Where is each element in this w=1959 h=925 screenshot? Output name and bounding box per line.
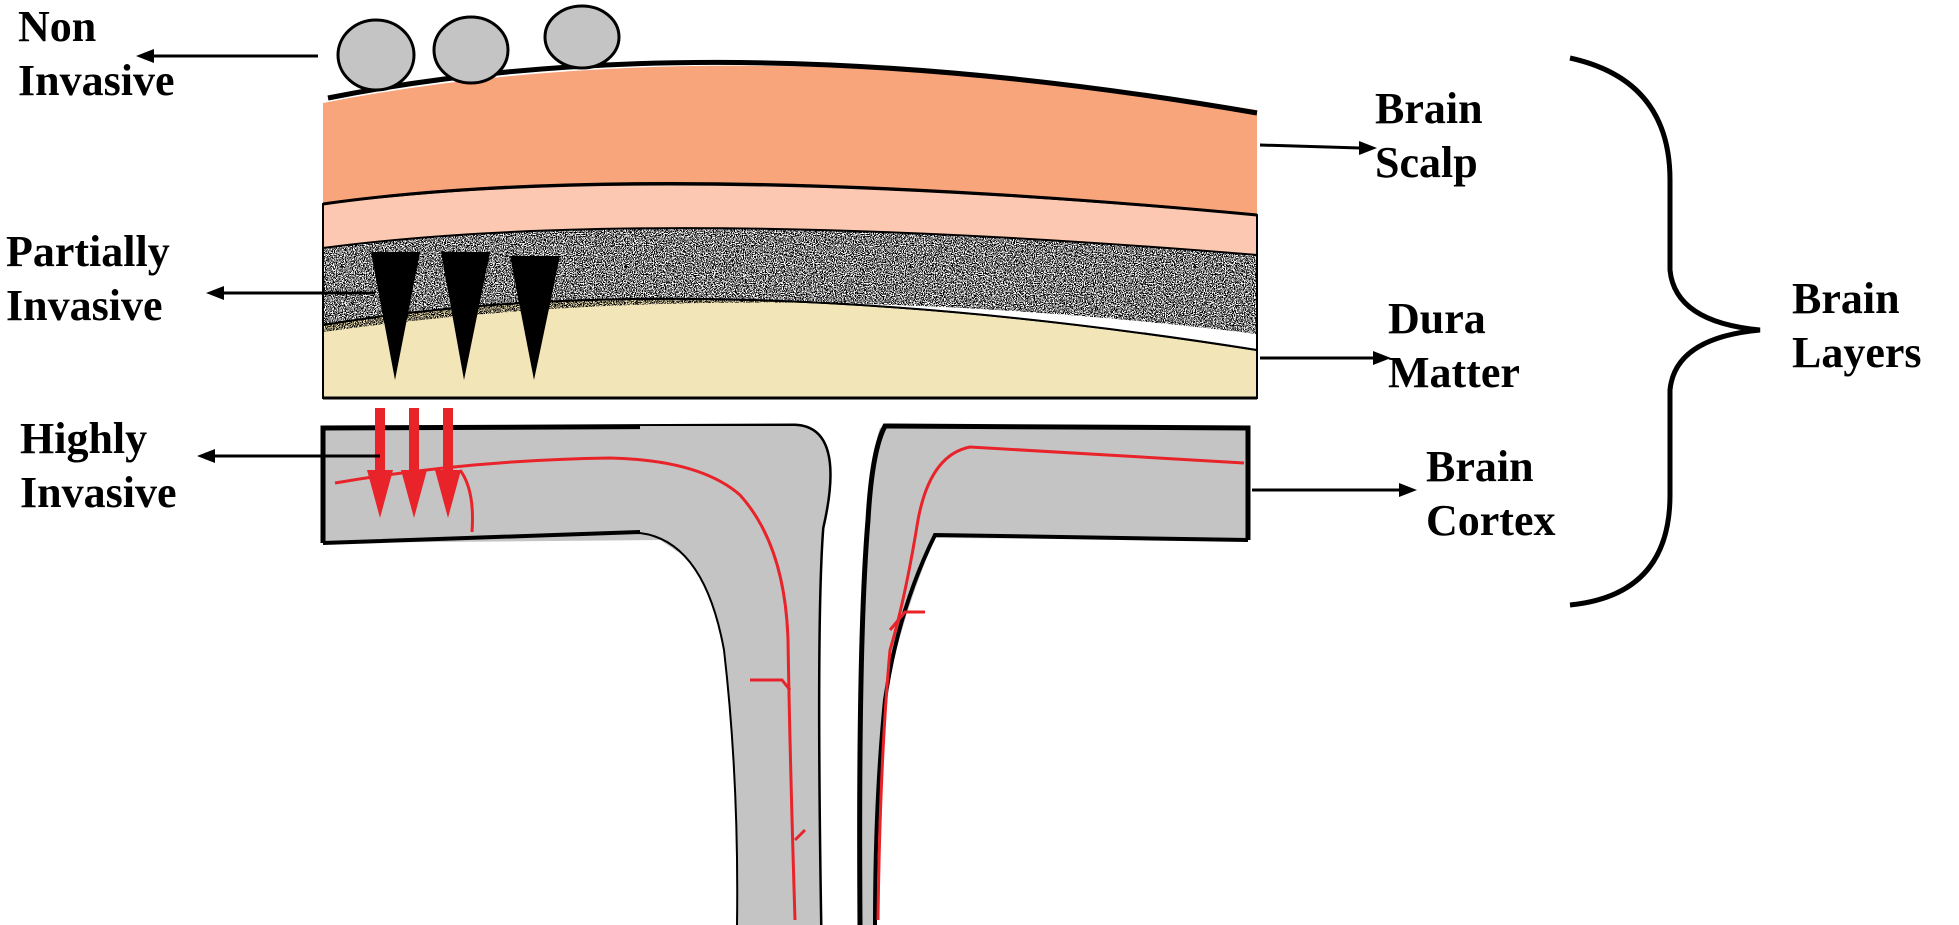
arrow-down-icon bbox=[367, 470, 393, 518]
cortex-right-fill-lower bbox=[859, 428, 940, 925]
arrow-left-icon bbox=[197, 449, 215, 463]
partially-invasive-label: Partially Invasive bbox=[6, 225, 170, 332]
brain-scalp-line2: Scalp bbox=[1375, 137, 1478, 187]
high-invasive-electrodes bbox=[367, 408, 461, 518]
brain-cortex-line1: Brain bbox=[1426, 442, 1534, 491]
non-invasive-electrodes bbox=[336, 4, 621, 92]
sensor-icon bbox=[543, 4, 621, 70]
brain-scalp-label: Brain Scalp bbox=[1375, 82, 1483, 189]
arrow-right-icon bbox=[1373, 351, 1391, 365]
needle-icon bbox=[371, 252, 420, 380]
cortex-right-outline bbox=[857, 423, 1251, 925]
non-invasive-label: Non Invasive bbox=[18, 0, 174, 107]
blood-vessels bbox=[334, 445, 1245, 921]
highly-invasive-label: Highly Invasive bbox=[20, 412, 176, 519]
arrow-down-icon bbox=[435, 470, 461, 518]
sensor-icon bbox=[432, 15, 510, 85]
brain-layers-line2: Layers bbox=[1792, 327, 1922, 377]
non-invasive-line2: Invasive bbox=[18, 55, 175, 105]
brace-icon bbox=[1569, 55, 1761, 608]
arrow-left-icon bbox=[206, 286, 224, 300]
arrow-right-icon bbox=[1359, 141, 1377, 155]
non-invasive-line1: Non bbox=[18, 2, 97, 51]
brain-cortex-line2: Cortex bbox=[1426, 495, 1556, 545]
arrow-down-icon bbox=[401, 470, 427, 518]
pointer-arrows bbox=[136, 49, 1417, 497]
dura-matter-line1: Dura bbox=[1388, 294, 1486, 343]
sensor-icon bbox=[336, 18, 416, 92]
brain-cortex-label: Brain Cortex bbox=[1426, 440, 1556, 547]
cortex-left-fill-lower bbox=[640, 426, 830, 925]
partial-invasive-electrodes bbox=[371, 252, 560, 380]
arrow-left-icon bbox=[136, 49, 154, 63]
brain-layers-label: Brain Layers bbox=[1792, 272, 1922, 379]
cortex-left-inner-outline bbox=[322, 529, 741, 925]
dura-matter-label: Dura Matter bbox=[1388, 292, 1520, 399]
partially-invasive-line2: Invasive bbox=[6, 280, 163, 330]
scalp-top-outline bbox=[327, 59, 1258, 116]
cortex-right-inner-outline bbox=[873, 532, 1249, 925]
highly-invasive-line1: Highly bbox=[20, 414, 148, 463]
partially-invasive-line1: Partially bbox=[6, 227, 170, 276]
arrow-right-icon bbox=[1399, 483, 1417, 497]
brain-layers-line1: Brain bbox=[1792, 274, 1900, 323]
highly-invasive-line2: Invasive bbox=[20, 467, 177, 517]
needle-icon bbox=[510, 256, 560, 380]
dura-matter-line2: Matter bbox=[1388, 347, 1520, 397]
brain-scalp-line1: Brain bbox=[1375, 84, 1483, 133]
scalp-layer bbox=[323, 65, 1257, 215]
needle-icon bbox=[441, 252, 490, 380]
scalp-inner-outline bbox=[322, 181, 1258, 217]
